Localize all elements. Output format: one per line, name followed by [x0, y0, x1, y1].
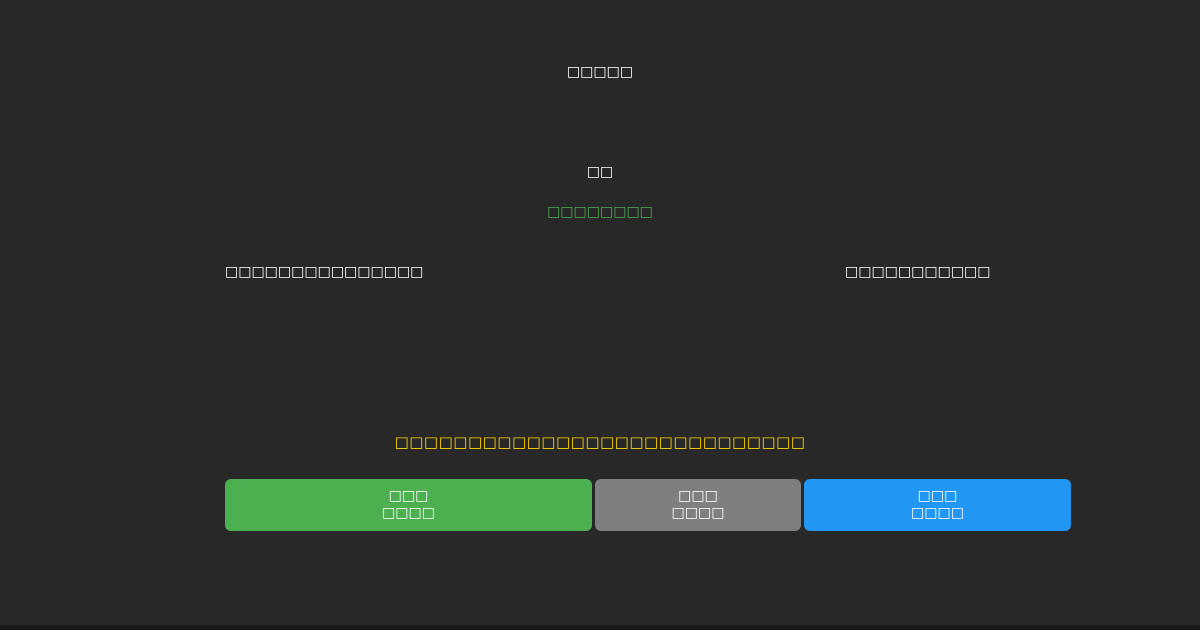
action-button-blue[interactable]: □□□ □□□□ — [804, 479, 1071, 531]
action-button-gray[interactable]: □□□ □□□□ — [595, 479, 801, 531]
action-button-green-line1: □□□ — [388, 488, 429, 504]
info-right-text: □□□□□□□□□□□ — [845, 264, 991, 280]
bottom-edge-divider — [0, 625, 1200, 630]
section-label: □□ — [586, 164, 614, 180]
action-button-gray-line1: □□□ — [678, 488, 718, 504]
action-button-green[interactable]: □□□ □□□□ — [225, 479, 592, 531]
action-button-gray-line2: □□□□ — [671, 505, 725, 521]
action-button-blue-line1: □□□ — [917, 488, 958, 504]
page-title: □□□□□ — [566, 64, 634, 80]
action-button-green-line2: □□□□ — [382, 505, 435, 521]
action-button-blue-line2: □□□□ — [911, 505, 964, 521]
info-left-text: □□□□□□□□□□□□□□□ — [225, 264, 424, 280]
status-message: □□□□□□□□ — [547, 204, 653, 220]
action-button-row: □□□ □□□□ □□□ □□□□ □□□ □□□□ — [225, 479, 1071, 531]
notice-text: □□□□□□□□□□□□□□□□□□□□□□□□□□□□ — [394, 433, 806, 451]
